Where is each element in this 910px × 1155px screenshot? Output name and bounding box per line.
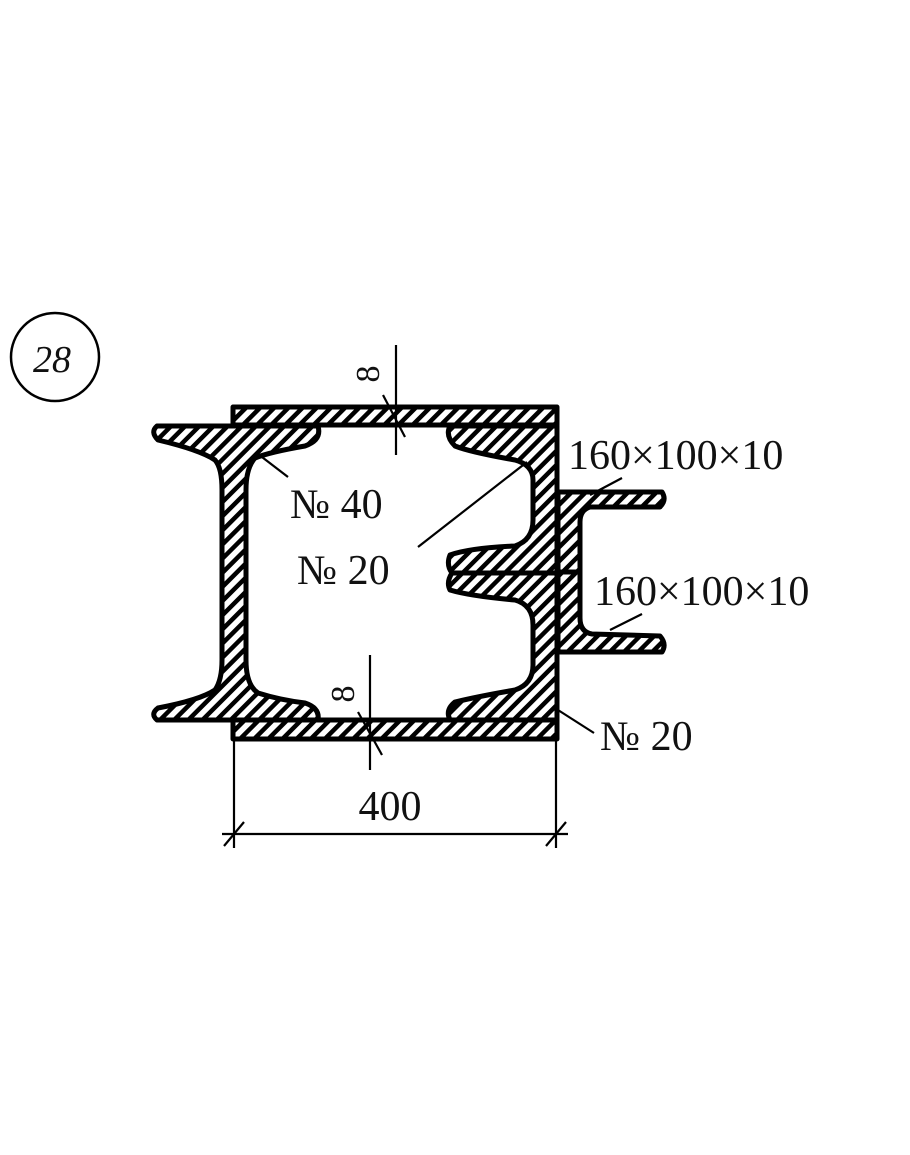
ibeam-no40: [151, 423, 322, 723]
angle-upper: [555, 489, 667, 575]
leader-channel-lower: [557, 709, 595, 734]
bottom-thickness-tick: [357, 711, 383, 756]
angle-lower: [555, 569, 667, 655]
top-plate-thickness-label: 8: [350, 366, 387, 383]
leader-angle-lower: [609, 613, 643, 631]
channel-no20-upper: [445, 423, 560, 576]
width-label: 400: [359, 784, 422, 830]
figure-number: 28: [33, 339, 71, 381]
label-ibeam: № 40: [290, 482, 383, 528]
label-angle-upper: 160×100×10: [568, 433, 783, 479]
figure-number-badge: 28: [9, 311, 101, 403]
width-dimension: 400: [222, 740, 568, 848]
leader-channel-upper: [417, 461, 528, 548]
bottom-plate: [230, 717, 560, 742]
leader-angle-upper: [589, 477, 623, 496]
top-thickness-tick: [382, 394, 406, 438]
label-channel-upper: № 20: [297, 548, 390, 594]
channel-no20-lower: [445, 570, 560, 723]
label-channel-lower: № 20: [600, 714, 693, 760]
leader-ibeam: [257, 453, 289, 478]
bottom-plate-thickness-label: 8: [325, 686, 362, 703]
label-angle-lower: 160×100×10: [594, 569, 809, 615]
